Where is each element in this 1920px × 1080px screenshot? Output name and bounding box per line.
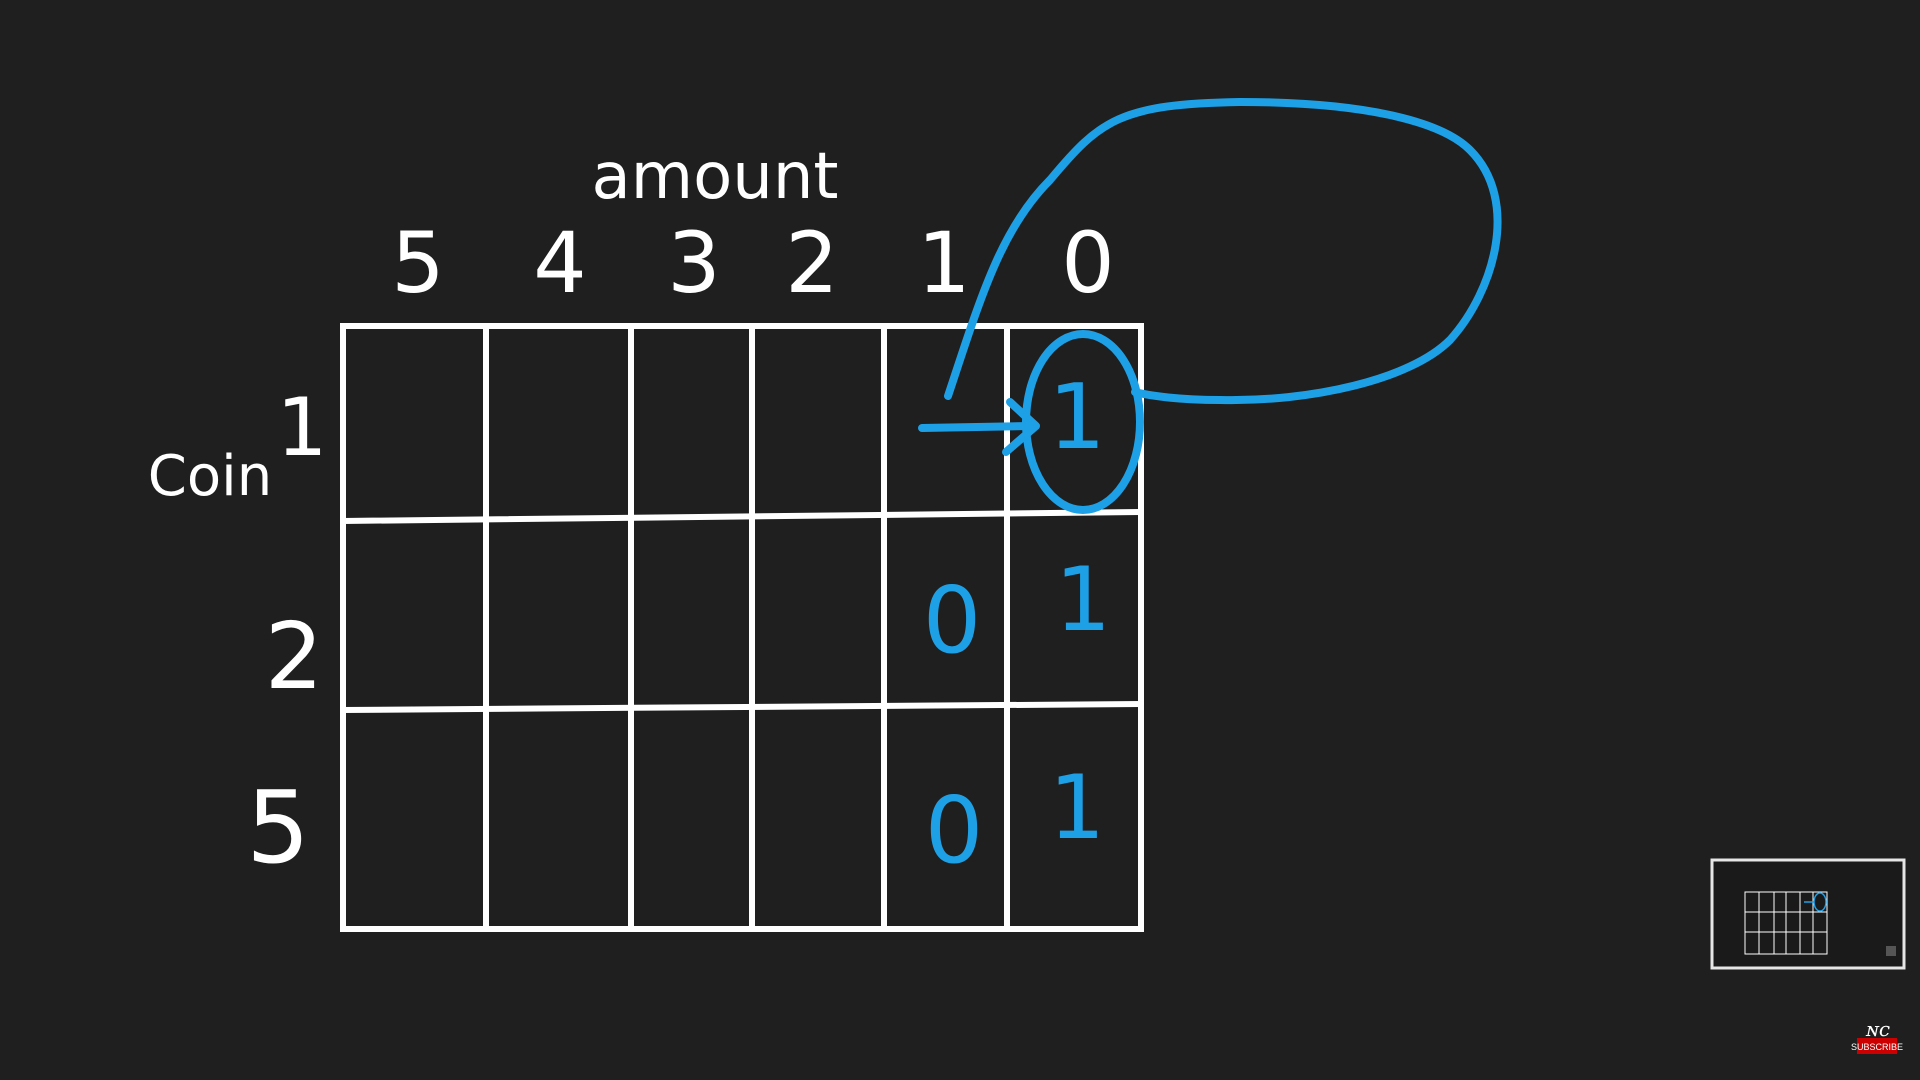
column-headers: 5 4 3 2 1 0 [391,214,1114,312]
cell-value: 1 [1055,548,1111,651]
loop-curve [944,98,1502,405]
cell-value: 0 [925,777,984,884]
row-headers: 1 2 5 [246,381,327,886]
column-header: 1 [917,214,970,312]
subscribe-badge [1857,1038,1897,1054]
row-header: 1 [277,381,328,474]
cell-value: 1 [1048,365,1105,470]
row-axis-label: Coin [148,444,272,509]
column-header: 4 [533,214,586,312]
slide-preview-thumbnail[interactable] [1710,858,1906,970]
grid-border [340,323,1144,932]
table-title: amount [592,140,839,214]
thumbnail-corner-icon [1886,946,1896,956]
cell-value: 0 [923,567,982,674]
channel-logo: ɴc [1865,1017,1890,1041]
arrow-shaft [918,422,1034,432]
row-header: 2 [265,603,324,710]
column-header: 3 [667,214,720,312]
column-header: 0 [1061,214,1114,312]
channel-watermark[interactable]: ɴc SUBSCRIBE [1851,1017,1903,1054]
column-header: 5 [391,214,444,312]
column-header: 2 [785,214,838,312]
cell-values: 1 0 1 0 1 [923,365,1111,884]
grid-line [340,509,1144,524]
highlight-annotation [918,98,1502,514]
grid-line [340,701,1144,713]
arrow-head [1002,398,1040,456]
thumbnail-frame [1710,858,1906,970]
subscribe-label: SUBSCRIBE [1851,1042,1903,1052]
row-header: 5 [246,769,310,886]
thumbnail-annotation [1804,892,1827,912]
cell-value: 1 [1049,756,1105,859]
